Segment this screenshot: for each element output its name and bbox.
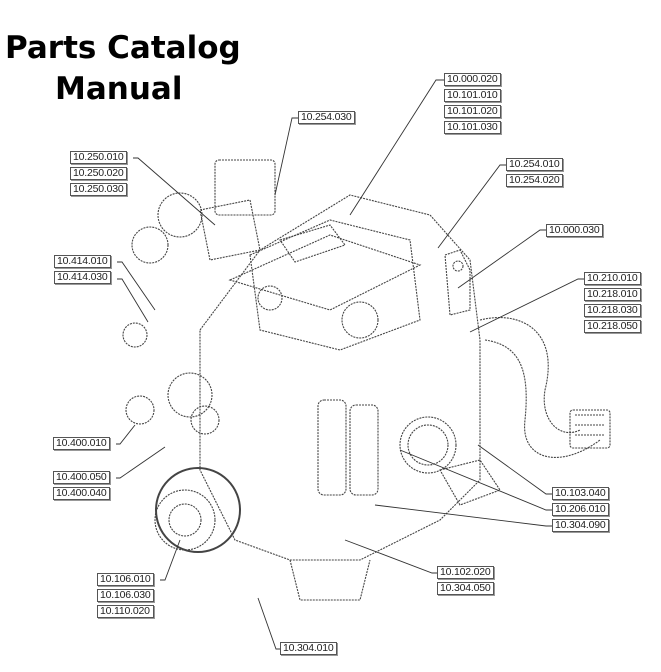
callout-10-000-020: 10.000.020 10.101.010 10.101.020 10.101.… — [444, 73, 501, 134]
part-label[interactable]: 10.254.020 — [506, 174, 563, 187]
catalog-subtitle: Manual — [55, 71, 183, 107]
part-label[interactable]: 10.254.030 — [298, 111, 355, 124]
part-label[interactable]: 10.304.010 — [280, 642, 337, 655]
part-label[interactable]: 10.218.030 — [584, 304, 641, 317]
part-label[interactable]: 10.106.010 — [97, 573, 154, 586]
part-label[interactable]: 10.210.010 — [584, 272, 641, 285]
part-label[interactable]: 10.101.010 — [444, 89, 501, 102]
part-label[interactable]: 10.000.030 — [546, 224, 603, 237]
callout-10-304-010: 10.304.010 — [280, 642, 337, 655]
part-label[interactable]: 10.000.020 — [444, 73, 501, 86]
callout-10-000-030: 10.000.030 — [546, 224, 603, 237]
part-label[interactable]: 10.400.010 — [53, 437, 110, 450]
part-label[interactable]: 10.304.050 — [437, 582, 494, 595]
part-label[interactable]: 10.304.090 — [552, 519, 609, 532]
part-label[interactable]: 10.250.010 — [70, 151, 127, 164]
leader-lines — [116, 79, 584, 650]
part-label[interactable]: 10.101.030 — [444, 121, 501, 134]
callout-10-210: 10.210.010 10.218.010 10.218.030 10.218.… — [584, 272, 641, 333]
callout-10-106: 10.106.010 10.106.030 10.110.020 — [97, 573, 154, 618]
part-label[interactable]: 10.218.010 — [584, 288, 641, 301]
part-label[interactable]: 10.110.020 — [97, 605, 154, 618]
part-label[interactable]: 10.103.040 — [552, 487, 609, 500]
callout-10-250: 10.250.010 10.250.020 10.250.030 — [70, 151, 127, 196]
part-label[interactable]: 10.206.010 — [552, 503, 609, 516]
engine-drawing — [122, 159, 611, 601]
part-label[interactable]: 10.400.050 — [53, 471, 110, 484]
part-label[interactable]: 10.102.020 — [437, 566, 494, 579]
part-label[interactable]: 10.254.010 — [506, 158, 563, 171]
part-label[interactable]: 10.414.030 — [54, 271, 111, 284]
callout-10-400-050: 10.400.050 10.400.040 — [53, 471, 110, 500]
callout-10-254-010: 10.254.010 10.254.020 — [506, 158, 563, 187]
part-label[interactable]: 10.250.020 — [70, 167, 127, 180]
part-label[interactable]: 10.218.050 — [584, 320, 641, 333]
part-label[interactable]: 10.414.010 — [54, 255, 111, 268]
part-label[interactable]: 10.106.030 — [97, 589, 154, 602]
callout-10-414: 10.414.010 10.414.030 — [54, 255, 111, 284]
callout-10-254-030: 10.254.030 — [298, 111, 355, 124]
callout-10-400-010: 10.400.010 — [53, 437, 110, 450]
part-label[interactable]: 10.250.030 — [70, 183, 127, 196]
catalog-title: Parts Catalog — [5, 30, 241, 66]
part-label[interactable]: 10.101.020 — [444, 105, 501, 118]
callout-10-102: 10.102.020 10.304.050 — [437, 566, 494, 595]
part-label[interactable]: 10.400.040 — [53, 487, 110, 500]
callout-10-103: 10.103.040 10.206.010 10.304.090 — [552, 487, 609, 532]
